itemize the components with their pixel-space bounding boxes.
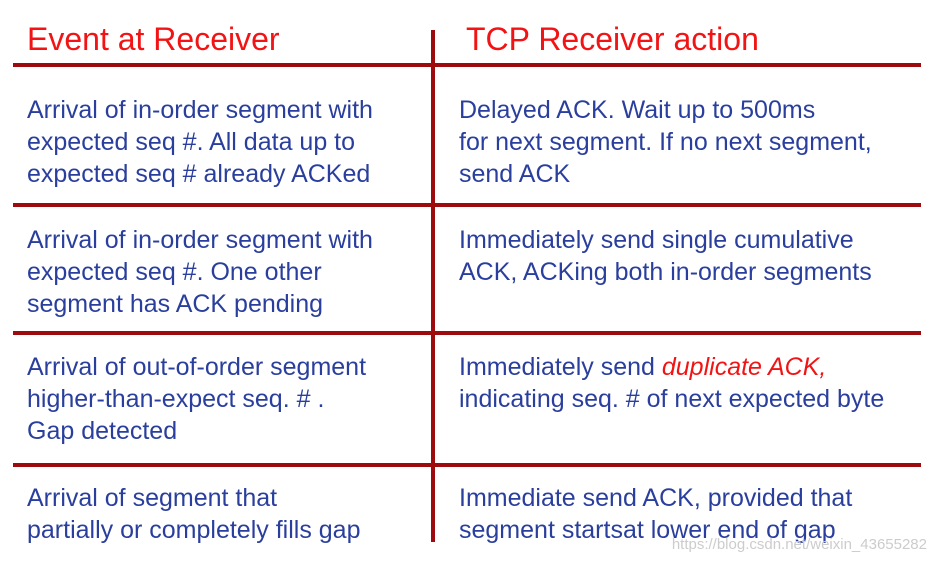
- text-segment: indicating seq. # of next expected byte: [459, 385, 885, 413]
- row-separator-line-2: [13, 331, 921, 335]
- column-header-event: Event at Receiver: [27, 21, 280, 57]
- text-segment: Gap detected: [27, 417, 178, 445]
- text-line: partially or completely fills gap: [27, 514, 360, 546]
- event-cell: Arrival of in-order segment with expected…: [27, 224, 373, 320]
- text-segment: expected seq # already ACKed: [27, 160, 371, 188]
- action-cell: Delayed ACK. Wait up to 500ms for next se…: [459, 94, 872, 190]
- text-segment: for next segment. If no next segment,: [459, 128, 872, 156]
- column-header-action: TCP Receiver action: [466, 21, 759, 57]
- text-line: for next segment. If no next segment,: [459, 126, 872, 158]
- text-line: Arrival of in-order segment with: [27, 94, 373, 126]
- watermark: https://blog.csdn.net/weixin_43655282: [671, 536, 927, 553]
- text-line: Immediate send ACK, provided that: [459, 482, 852, 514]
- text-segment: partially or completely fills gap: [27, 516, 361, 544]
- text-segment: Immediately send single cumulative: [459, 226, 854, 254]
- text-line: Delayed ACK. Wait up to 500ms: [459, 94, 872, 126]
- text-segment: ACK, ACKing both in-order segments: [459, 258, 872, 286]
- text-segment: segment has ACK pending: [27, 290, 324, 318]
- text-segment: duplicate ACK,: [661, 353, 827, 381]
- event-cell: Arrival of segment that partially or comp…: [27, 482, 360, 546]
- action-cell: Immediately send duplicate ACK,indicatin…: [459, 351, 884, 415]
- text-line: Immediately send duplicate ACK,: [459, 351, 884, 383]
- text-line: Arrival of in-order segment with: [27, 224, 373, 256]
- text-line: Arrival of out-of-order segment: [27, 351, 366, 383]
- text-segment: Immediate send ACK, provided that: [459, 484, 853, 512]
- text-line: expected seq # already ACKed: [27, 158, 373, 190]
- text-line: Immediately send single cumulative: [459, 224, 872, 256]
- text-line: send ACK: [459, 158, 872, 190]
- text-segment: higher-than-expect seq. # .: [27, 385, 325, 413]
- text-segment: Arrival of in-order segment with: [27, 226, 373, 254]
- text-line: expected seq #. One other: [27, 256, 373, 288]
- event-cell: Arrival of in-order segment with expected…: [27, 94, 373, 190]
- text-segment: Arrival of in-order segment with: [27, 96, 373, 124]
- text-segment: expected seq #. All data up to: [27, 128, 356, 156]
- text-line: segment startsat lower end of gap: [459, 514, 852, 546]
- text-segment: send ACK: [459, 160, 571, 188]
- text-segment: Immediately send: [459, 353, 662, 381]
- text-line: segment has ACK pending: [27, 288, 373, 320]
- text-segment: Arrival of segment that: [27, 484, 278, 512]
- text-segment: Delayed ACK. Wait up to 500ms: [459, 96, 816, 124]
- event-cell: Arrival of out-of-order segment higher-th…: [27, 351, 366, 447]
- row-separator-line-3: [13, 463, 921, 467]
- text-segment: segment startsat lower end of gap: [459, 516, 836, 544]
- header-underline: [13, 63, 921, 67]
- text-segment: expected seq #. One other: [27, 258, 322, 286]
- text-line: Arrival of segment that: [27, 482, 360, 514]
- text-line: indicating seq. # of next expected byte: [459, 383, 884, 415]
- text-line: ACK, ACKing both in-order segments: [459, 256, 872, 288]
- action-cell: Immediate send ACK, provided that segment…: [459, 482, 852, 546]
- row-separator-line-1: [13, 203, 921, 207]
- text-line: higher-than-expect seq. # .: [27, 383, 366, 415]
- text-line: Gap detected: [27, 415, 366, 447]
- text-segment: Arrival of out-of-order segment: [27, 353, 367, 381]
- text-line: expected seq #. All data up to: [27, 126, 373, 158]
- column-divider-line: [431, 30, 435, 542]
